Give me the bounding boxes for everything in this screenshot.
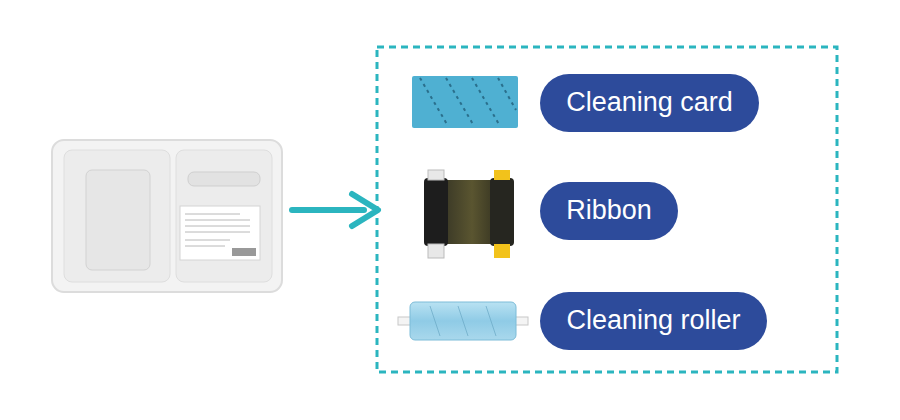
card-body [412, 76, 518, 128]
cleaning-card-image [412, 76, 518, 128]
label-pill: Cleaning card [540, 74, 759, 132]
ribbon-image [424, 170, 514, 258]
package-label [180, 206, 260, 260]
barcode [232, 248, 256, 256]
label-lines [185, 214, 250, 246]
arrow [292, 194, 378, 226]
label-pill: Ribbon [540, 182, 678, 240]
ribbon-spool [494, 244, 510, 258]
roller-pack [188, 172, 260, 186]
ribbon-roll [490, 178, 514, 246]
ribbon-spool [428, 244, 444, 258]
label-pill: Cleaning roller [540, 292, 767, 350]
pill-label: Ribbon [566, 196, 652, 226]
ribbon-roll [424, 178, 448, 246]
arrow-head [352, 194, 378, 226]
cleaning-roller-image [398, 302, 528, 340]
dashed-frame [377, 47, 837, 372]
ribbon-box [86, 170, 150, 270]
card-pattern [420, 78, 516, 126]
roller-pattern [430, 306, 496, 336]
roller-body [410, 302, 516, 340]
pill-label: Cleaning card [566, 88, 733, 118]
tray-compartment [64, 150, 170, 282]
arrow-shaft [292, 207, 364, 213]
ribbon-spool [428, 170, 444, 180]
ribbon-spool [494, 170, 510, 180]
tray-outline [52, 140, 282, 292]
tray-compartment [176, 150, 272, 282]
package-tray [52, 140, 282, 292]
pill-label: Cleaning roller [566, 306, 740, 336]
